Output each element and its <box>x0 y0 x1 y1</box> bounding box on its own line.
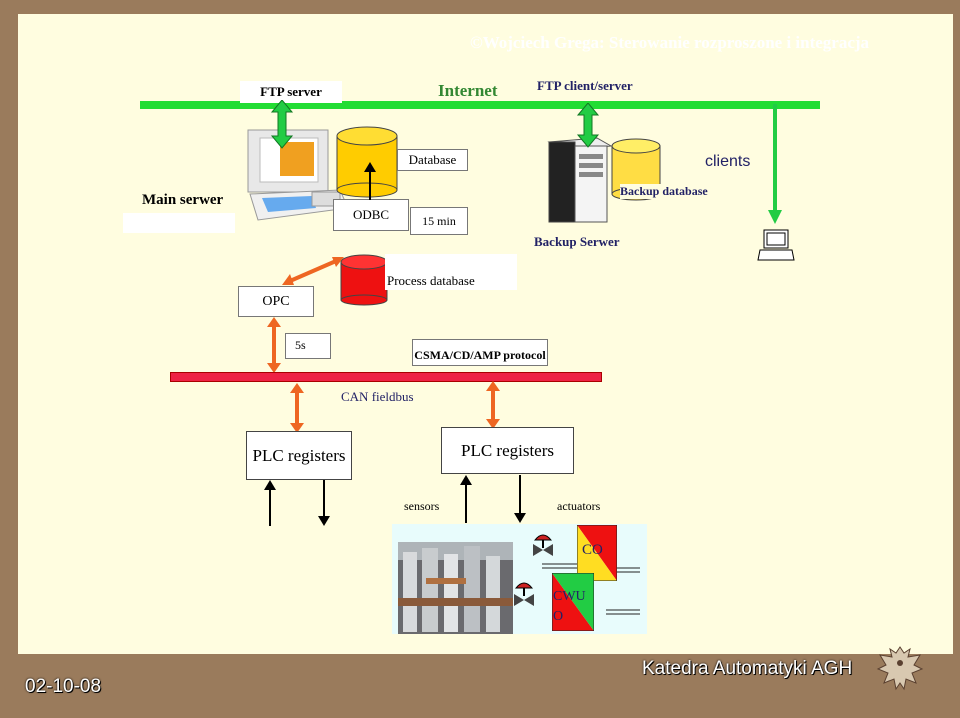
opc-label: OPC <box>262 293 290 309</box>
main-server-label-bg <box>123 213 235 233</box>
plc1-input-arrow-icon <box>264 480 276 526</box>
actuators-label: actuators <box>557 499 601 513</box>
co-label: CO <box>582 542 603 558</box>
clients-label: clients <box>705 153 751 170</box>
cwuo-label-line2: O <box>553 609 564 624</box>
pipe-photo-image <box>398 542 513 634</box>
plc2-input-arrow-icon <box>460 475 472 523</box>
clients-arrow-icon <box>768 104 782 224</box>
eagle-emblem-icon <box>876 646 924 691</box>
backup-database-label: Backup database <box>620 184 708 199</box>
plc1-output-arrow-icon <box>318 480 330 526</box>
database-label: Database <box>408 152 457 167</box>
plc-registers-box-2: PLC registers <box>441 427 574 474</box>
backup-server-tower-icon <box>547 137 613 223</box>
internet-bus <box>140 101 820 109</box>
cwuo-block <box>552 573 594 631</box>
interval-5s-label: 5s <box>295 338 306 352</box>
plc-registers-label-2: PLC registers <box>460 440 555 460</box>
process-database-label-box: Process database <box>385 254 517 290</box>
interval-15min-box: 15 min <box>410 207 468 235</box>
odbc-arrow-icon <box>364 162 376 200</box>
plant-pipes <box>542 563 640 615</box>
backup-server-arrow-icon <box>576 103 600 148</box>
process-database-label: Process database <box>387 273 475 288</box>
internet-label: Internet <box>438 81 498 100</box>
database-label-box: Database <box>397 149 468 171</box>
interval-15min-label: 15 min <box>422 213 456 228</box>
co-block <box>577 525 617 581</box>
process-database-cylinder-icon <box>340 254 388 306</box>
main-server-label: Main serwer <box>142 192 224 208</box>
interval-5s-box: 5s <box>285 333 331 359</box>
ftp-server-text: FTP server <box>260 84 322 99</box>
valve-top-icon <box>533 534 553 556</box>
odbc-label: ODBC <box>352 207 390 222</box>
plc2-output-arrow-icon <box>514 475 526 523</box>
footer-date: 02-10-08 <box>25 676 102 697</box>
protocol-box: CSMA/CD/AMP protocol <box>412 339 548 366</box>
opc-process-arrow-icon <box>282 257 344 285</box>
can-fieldbus-label: CAN fieldbus <box>341 389 414 404</box>
footer-department: Katedra Automatyki AGH <box>642 658 853 679</box>
sensors-label: sensors <box>404 499 440 513</box>
opc-box: OPC <box>238 286 314 317</box>
odbc-box: ODBC <box>333 199 409 231</box>
opc-can-arrow-icon <box>267 317 281 373</box>
cwuo-label-line1: CWU <box>553 589 586 604</box>
ftp-client-server-label: FTP client/server <box>537 78 633 93</box>
slide-header: ©Wojciech Grega: Sterowanie rozproszone … <box>470 33 870 52</box>
ftp-server-label: FTP server <box>240 81 342 103</box>
client-laptop-icon <box>757 229 795 261</box>
plc-registers-label-1: PLC registers <box>252 445 346 465</box>
plc2-can-arrow-icon <box>486 381 500 429</box>
backup-server-label: Backup Serwer <box>534 234 620 249</box>
main-server-computer-icon <box>247 129 349 221</box>
can-bus <box>170 372 602 382</box>
plc1-can-arrow-icon <box>290 383 304 433</box>
valve-bottom-icon <box>514 582 534 606</box>
protocol-label: CSMA/CD/AMP protocol <box>414 348 546 362</box>
plc-registers-box-1: PLC registers <box>246 431 352 480</box>
ftp-server-arrow-icon <box>270 100 294 149</box>
